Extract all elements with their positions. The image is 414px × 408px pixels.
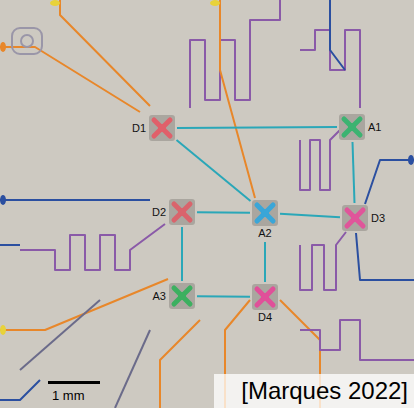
bond-pad xyxy=(408,155,414,165)
qubit: D2 xyxy=(150,199,195,225)
qubit-label: D2 xyxy=(150,206,168,219)
qubit-symbol xyxy=(169,283,195,309)
bond-pad xyxy=(0,42,6,52)
bus-resonator xyxy=(353,142,355,203)
bond-pad xyxy=(0,325,6,335)
readout-resonator xyxy=(300,128,342,190)
qubit: D4 xyxy=(252,284,278,324)
drive-line xyxy=(20,300,100,370)
drive-line xyxy=(356,233,414,280)
bus-resonator xyxy=(177,127,337,129)
flux-line xyxy=(0,47,140,112)
drive-line xyxy=(115,330,150,408)
bus-resonator xyxy=(265,242,266,282)
qubit: A3 xyxy=(151,283,195,309)
drive-line xyxy=(0,244,20,246)
scale-bar xyxy=(48,381,100,384)
qubit-symbol xyxy=(342,205,368,231)
scale-label: 1 mm xyxy=(52,388,85,403)
drive-line xyxy=(330,0,345,70)
readout-resonator xyxy=(190,0,280,108)
qubit-label: A3 xyxy=(151,290,168,303)
bus-resonator xyxy=(197,212,250,214)
bus-resonator xyxy=(197,296,250,298)
bond-pads xyxy=(0,0,414,335)
qubit-label: A1 xyxy=(366,121,383,134)
qubit-label: A2 xyxy=(256,227,273,240)
flux-line xyxy=(60,0,150,106)
readout-resonator xyxy=(300,232,346,290)
qubit-label: D1 xyxy=(130,122,148,135)
bond-pad xyxy=(50,0,60,6)
flux-line xyxy=(160,320,200,408)
bus-resonator xyxy=(182,227,183,281)
bus-resonator xyxy=(280,214,340,217)
readout-resonator xyxy=(300,320,414,360)
flux-line xyxy=(0,279,168,330)
citation: [Marques 2022] xyxy=(241,377,408,405)
logo-mark xyxy=(21,35,33,47)
drive-line xyxy=(365,160,414,204)
qubit-symbol xyxy=(169,199,195,225)
qubit-symbol xyxy=(149,115,175,141)
drive-line xyxy=(0,199,150,201)
qubit: D3 xyxy=(342,205,387,231)
logo xyxy=(12,28,42,54)
readout-resonator xyxy=(20,224,165,270)
logo-mark xyxy=(12,28,42,54)
qubit: A1 xyxy=(339,114,383,140)
bond-pad xyxy=(210,0,220,6)
qubit-symbol xyxy=(252,284,278,310)
qubit-symbol xyxy=(339,114,365,140)
qubit-label: D3 xyxy=(369,212,387,225)
qubit: D1 xyxy=(130,115,175,141)
qubit: A2 xyxy=(252,200,278,240)
citation-patch xyxy=(214,374,414,408)
flux-line xyxy=(220,0,255,198)
bond-pad xyxy=(0,195,6,205)
drive-line xyxy=(0,380,40,400)
qubit-label: D4 xyxy=(256,311,274,324)
bus-resonator xyxy=(177,140,251,201)
qubit-symbol xyxy=(252,200,278,226)
